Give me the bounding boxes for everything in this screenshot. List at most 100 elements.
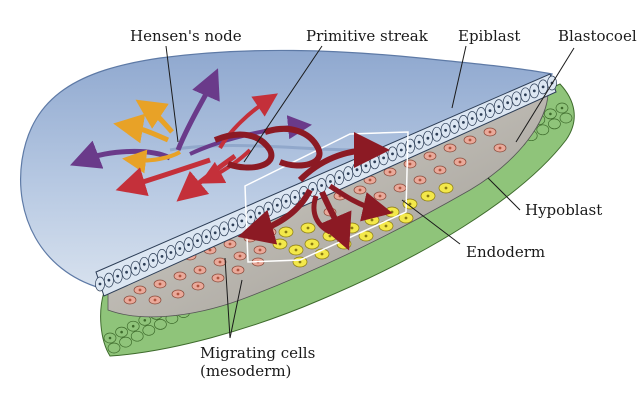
cell-nucleus [268, 230, 272, 234]
cell-nucleus [178, 274, 182, 278]
leader-hypoblast [487, 177, 521, 211]
label-hensens-node: Hensen's node [130, 27, 242, 45]
label-migrating-cells-line2: (mesoderm) [200, 362, 291, 380]
cell-nucleus [216, 276, 220, 280]
cell-nucleus [388, 170, 392, 174]
cell-nucleus [399, 148, 403, 152]
cell-nucleus [470, 117, 474, 120]
leader-migrating-cells-b [229, 279, 243, 339]
cell-nucleus [116, 274, 120, 278]
cell-nucleus [373, 160, 377, 164]
darkred-arrow-1 [213, 131, 275, 171]
cell-nucleus [358, 188, 362, 192]
darkred-arrow-3 [297, 132, 390, 183]
orange-arrow-2 [135, 99, 174, 134]
cell-nucleus [218, 260, 222, 264]
cell-nucleus [284, 199, 288, 203]
cell-nucleus [342, 242, 346, 246]
cell-nucleus [408, 144, 412, 148]
cell-nucleus [98, 282, 102, 286]
label-endoderm: Endoderm [466, 243, 545, 261]
cell-nucleus [488, 130, 492, 134]
cell-nucleus [355, 168, 359, 172]
cell-nucleus [368, 178, 372, 182]
cell-nucleus [458, 160, 462, 164]
cell-nucleus [213, 231, 217, 235]
cell-nucleus [258, 248, 262, 252]
darkred-arrow-2 [264, 125, 323, 169]
cell-nucleus [364, 234, 368, 238]
cell-nucleus [346, 172, 350, 176]
hypoblast-cell [154, 319, 167, 330]
cutout-box [244, 131, 409, 263]
leader-epiblast [451, 45, 467, 109]
label-epiblast: Epiblast [458, 27, 520, 45]
hypoblast-cell [130, 330, 144, 342]
cell-nucleus [382, 156, 385, 160]
darkred-arrow-6 [328, 183, 393, 222]
hypoblast-cell [536, 124, 550, 136]
cell-nucleus [468, 138, 472, 142]
hypoblast-cell [107, 342, 121, 354]
label-hypoblast: Hypoblast [525, 201, 602, 219]
cell-nucleus [196, 239, 199, 243]
cell-nucleus [404, 216, 408, 220]
cell-nucleus [306, 226, 310, 230]
cell-nucleus [293, 195, 297, 199]
cell-nucleus [560, 106, 564, 110]
hypoblast-cell [142, 324, 156, 336]
cell-nucleus [120, 330, 123, 334]
cell-nucleus [208, 248, 212, 252]
cell-nucleus [205, 235, 208, 239]
cell-nucleus [238, 254, 242, 258]
cell-nucleus [231, 223, 235, 227]
cell-nucleus [488, 109, 492, 112]
cell-nucleus [294, 248, 298, 252]
leader-hensens-node [165, 45, 179, 143]
cell-nucleus [435, 132, 439, 136]
cell-nucleus [329, 180, 332, 183]
cell-nucleus [275, 203, 279, 207]
cell-nucleus [128, 298, 132, 302]
leader-primitive-streak [243, 45, 323, 163]
cell-nucleus [418, 178, 422, 182]
cell-nucleus [408, 162, 412, 166]
darkred-arrow-4 [237, 188, 313, 245]
cell-nucleus [532, 89, 536, 93]
cell-nucleus [364, 164, 368, 168]
cell-nucleus [378, 194, 382, 198]
hypoblast-cell [559, 112, 573, 124]
orange-arrow-3 [122, 149, 182, 174]
cell-nucleus [248, 236, 252, 240]
cell-nucleus [444, 186, 448, 190]
label-primitive-streak: Primitive streak [306, 27, 429, 45]
cell-nucleus [267, 207, 270, 211]
cell-nucleus [131, 324, 135, 328]
cell-nucleus [370, 218, 374, 222]
cell-nucleus [398, 186, 402, 190]
cell-nucleus [125, 270, 128, 274]
cell-nucleus [258, 211, 261, 215]
cell-nucleus [151, 259, 155, 262]
cell-nucleus [249, 215, 253, 219]
cell-nucleus [107, 278, 111, 282]
cell-nucleus [278, 242, 282, 246]
cell-nucleus [169, 251, 173, 254]
cell-nucleus [426, 136, 430, 140]
darkred-arrow-7 [311, 195, 332, 235]
cell-nucleus [178, 247, 182, 250]
cell-nucleus [417, 140, 421, 144]
cell-nucleus [153, 298, 157, 302]
cell-nucleus [198, 268, 202, 272]
cell-nucleus [196, 284, 200, 288]
label-migrating-cells-line1: Migrating cells [200, 344, 315, 362]
cell-nucleus [108, 336, 112, 340]
cell-nucleus [328, 234, 332, 238]
cell-nucleus [453, 125, 456, 128]
cell-nucleus [134, 266, 137, 270]
cell-nucleus [337, 176, 341, 180]
cell-nucleus [497, 105, 501, 108]
cell-nucleus [541, 85, 545, 89]
leader-endoderm [401, 199, 461, 245]
